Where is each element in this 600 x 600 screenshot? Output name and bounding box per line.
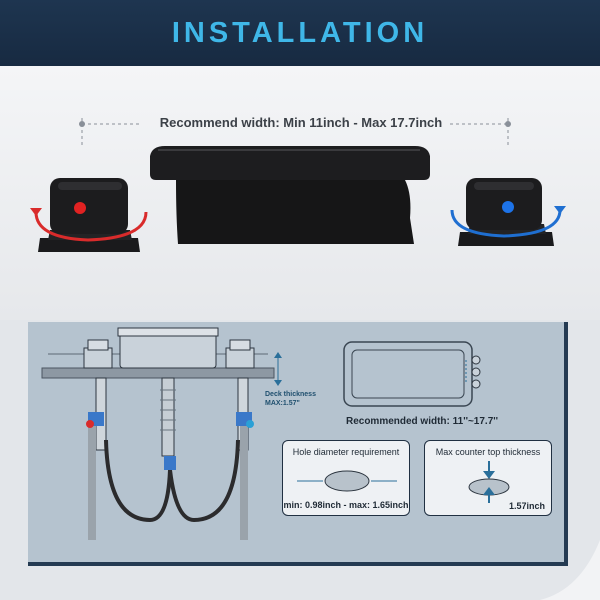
cold-handle xyxy=(458,178,554,246)
rotate-arrow-hot-icon xyxy=(34,211,148,242)
hole-diameter-title: Hole diameter requirement xyxy=(292,447,400,457)
recommend-width-label: Recommend width: Min 11inch - Max 17.7in… xyxy=(159,115,443,130)
counter-thickness-title: Max counter top thickness xyxy=(435,447,541,457)
recommended-width-label: Recommended width: 11''~17.7'' xyxy=(345,416,499,427)
header-banner xyxy=(0,0,600,66)
counter-thickness-value: 1.57inch xyxy=(508,501,545,511)
deck-thickness-label: Deck thickness MAX:1.57" xyxy=(265,390,316,408)
page-curl-decoration xyxy=(540,540,600,600)
deck-thickness-max: MAX:1.57" xyxy=(265,400,300,407)
page-title: INSTALLATION xyxy=(171,17,429,49)
arrow-down-icon xyxy=(483,461,495,479)
arrow-up-icon xyxy=(483,487,495,503)
hole-diameter-value: min: 0.98inch - max: 1.65inch xyxy=(283,500,409,510)
red-indicator-icon xyxy=(74,202,86,214)
counter-thickness-icon xyxy=(468,461,510,503)
rotate-arrow-cold-icon xyxy=(450,209,562,238)
hole-diameter-box: Hole diameter requirement min: 0.98inch … xyxy=(282,440,410,516)
deck-thickness-text: Deck thickness xyxy=(265,391,316,398)
faucet-illustration xyxy=(30,118,566,252)
blue-indicator-icon xyxy=(502,201,514,213)
waterfall-spout xyxy=(150,146,430,244)
hole-diameter-icon xyxy=(297,470,397,492)
counter-thickness-box: Max counter top thickness 1.57inch xyxy=(424,440,552,516)
dimension-line xyxy=(79,118,511,146)
